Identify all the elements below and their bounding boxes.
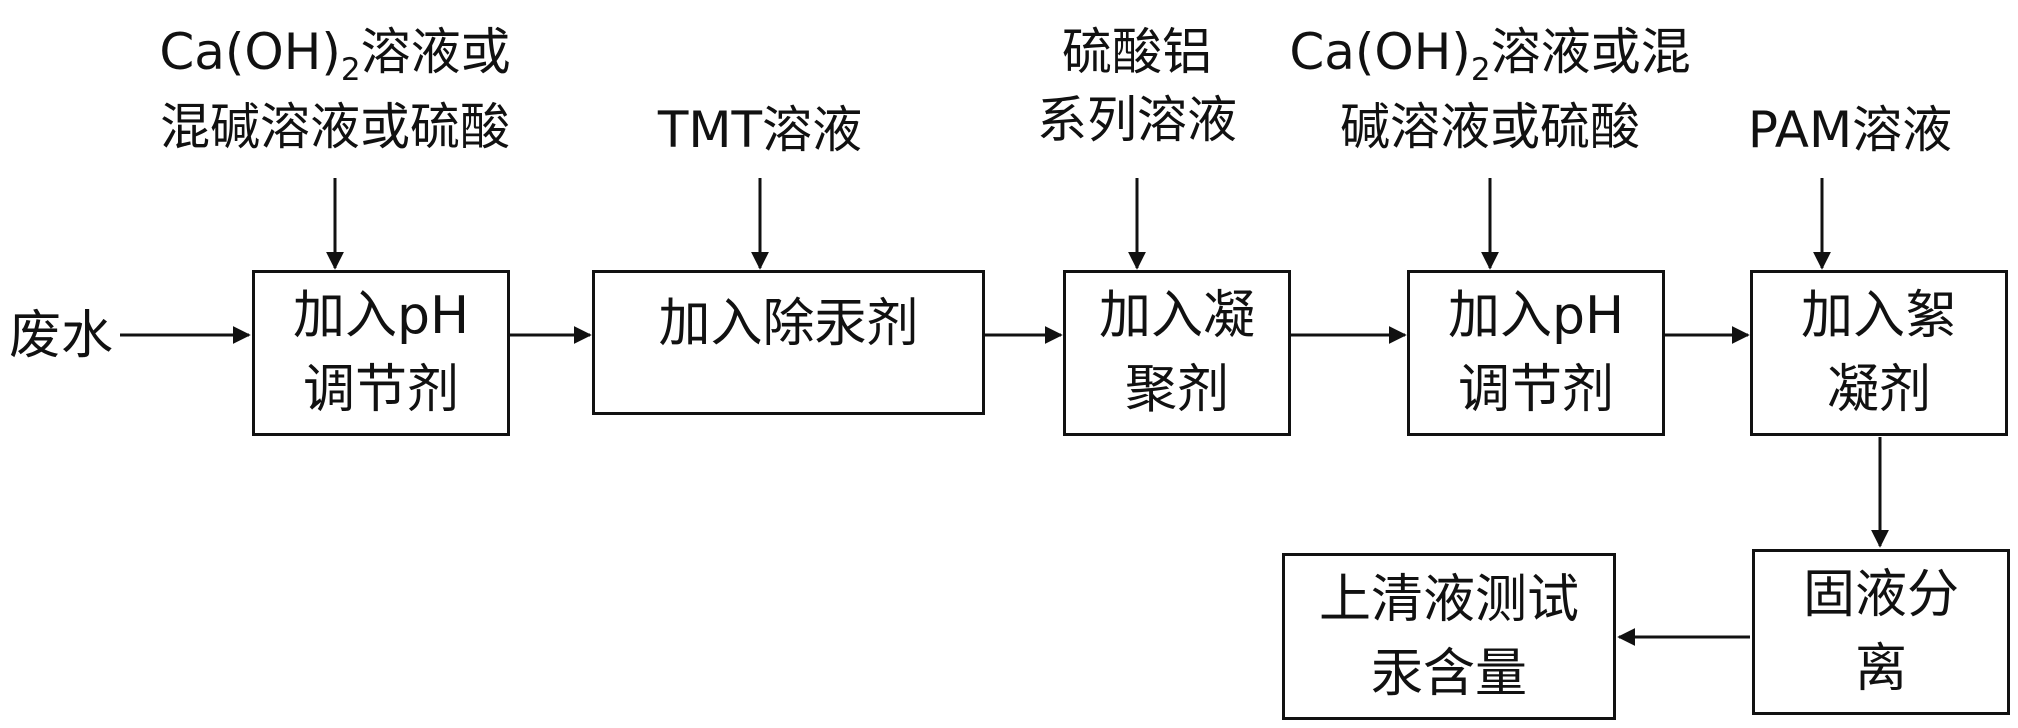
step-flocculant-line1: 加入絮	[1800, 286, 1957, 346]
source-wastewater-text: 废水	[8, 306, 113, 366]
step-supernatant-test-line1: 上清液测试	[1318, 569, 1579, 630]
step-separation: 固液分 离	[1752, 549, 2010, 715]
step-coagulant: 加入凝 聚剂	[1063, 270, 1291, 436]
step-mercury-remover-line1: 加入除汞剂	[658, 294, 919, 354]
step-separation-line1: 固液分	[1802, 565, 1959, 625]
input-label-ph1: Ca(OH)2溶液或 混碱溶液或硫酸	[145, 18, 525, 161]
step-flocculant-line2: 凝剂	[1826, 360, 1931, 420]
step-ph-adjust-2-line1: 加入pH	[1447, 286, 1625, 346]
input-tmt-line1: TMT溶液	[657, 101, 863, 159]
input-label-ph2: Ca(OH)2溶液或混 碱溶液或硫酸	[1285, 18, 1695, 161]
step-ph-adjust-2: 加入pH 调节剂	[1407, 270, 1665, 436]
step-coagulant-line1: 加入凝	[1098, 286, 1255, 346]
step-ph-adjust-2-line2: 调节剂	[1457, 360, 1614, 420]
input-alum-line2: 系列溶液	[1037, 91, 1237, 149]
step-ph-adjust-1-line1: 加入pH	[292, 286, 470, 346]
step-separation-line2: 离	[1854, 639, 1907, 699]
step-coagulant-line2: 聚剂	[1124, 360, 1229, 420]
input-pam-line1: PAM溶液	[1747, 101, 1953, 159]
step-mercury-remover: 加入除汞剂	[592, 270, 985, 415]
input-ph2-line2: 碱溶液或硫酸	[1340, 98, 1640, 156]
input-ph2-line1: Ca(OH)2溶液或混	[1289, 23, 1691, 88]
input-label-tmt: TMT溶液	[620, 96, 900, 164]
input-label-alum: 硫酸铝 系列溶液	[1017, 18, 1257, 154]
input-label-pam: PAM溶液	[1700, 96, 2000, 164]
step-supernatant-test: 上清液测试 汞含量	[1282, 553, 1616, 720]
step-supernatant-test-line2: 汞含量	[1370, 643, 1527, 704]
step-ph-adjust-1-line2: 调节剂	[302, 360, 459, 420]
input-ph1-line1: Ca(OH)2溶液或	[159, 23, 511, 88]
source-label-wastewater: 废水	[0, 302, 122, 370]
input-ph1-line2: 混碱溶液或硫酸	[160, 98, 510, 156]
step-ph-adjust-1: 加入pH 调节剂	[252, 270, 510, 436]
input-alum-line1: 硫酸铝	[1062, 23, 1212, 81]
step-flocculant: 加入絮 凝剂	[1750, 270, 2008, 436]
